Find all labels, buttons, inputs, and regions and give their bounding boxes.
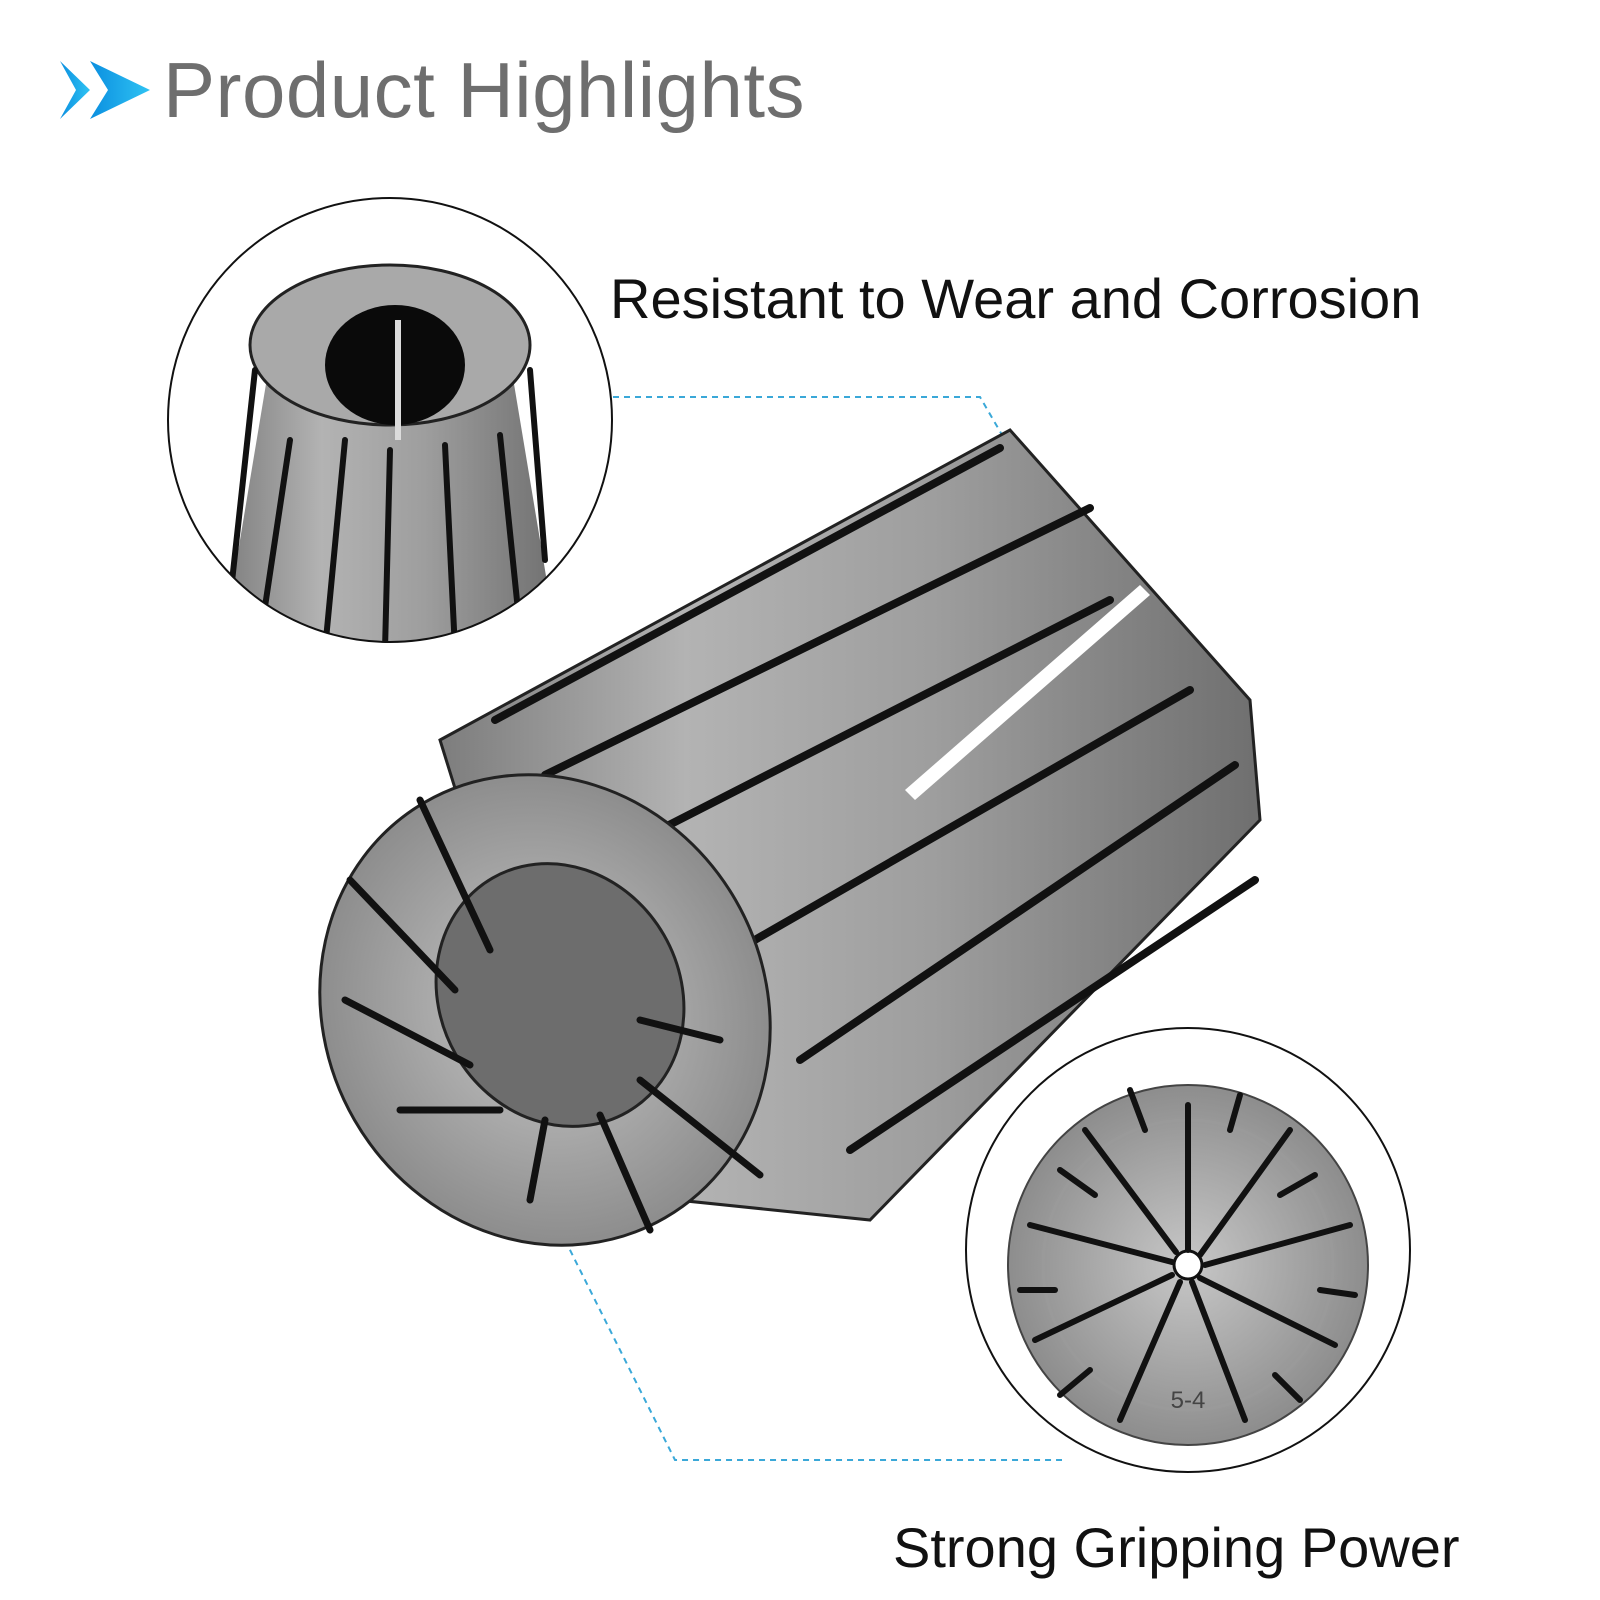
collet-top-view-icon (167, 197, 613, 643)
collet-face-view-icon: 5-4 (965, 1027, 1411, 1473)
double-chevron-right-icon (60, 61, 150, 119)
size-marking: 5-4 (1171, 1387, 1206, 1414)
feature-label-gripping-power: Strong Gripping Power (893, 1516, 1460, 1579)
header: Product Highlights (60, 40, 805, 140)
collet-main-image (318, 428, 1262, 1247)
feature-label-wear-corrosion: Resistant to Wear and Corrosion (610, 267, 1422, 330)
page-title: Product Highlights (163, 45, 805, 134)
collet-front-face (318, 773, 772, 1247)
callout-line-bottom (564, 1239, 1062, 1461)
callout-line-top (613, 396, 1006, 441)
